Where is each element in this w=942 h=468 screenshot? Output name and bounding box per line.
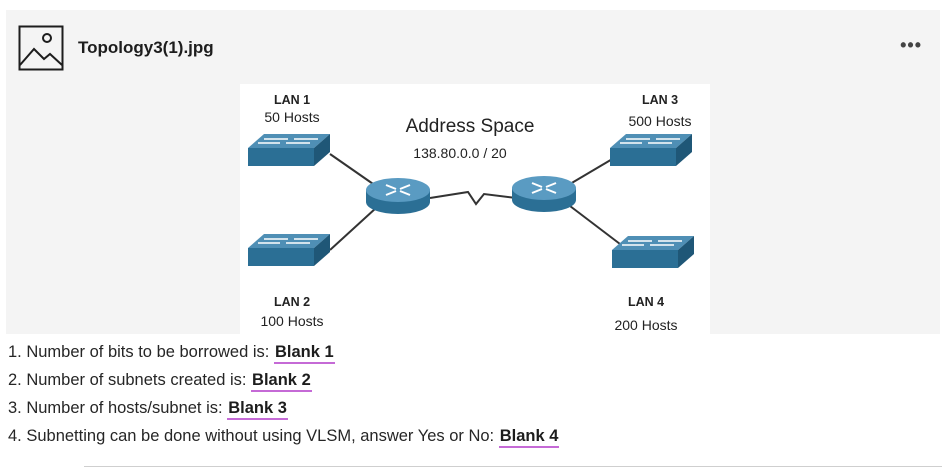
topology-diagram: LAN 1 50 Hosts Address Space 138.80.0.0 … [247, 93, 695, 333]
lan2-name: LAN 2 [274, 295, 310, 309]
image-file-icon [18, 25, 64, 71]
attachment-file-name[interactable]: Topology3(1).jpg [78, 38, 214, 57]
lan3-hosts: 500 Hosts [628, 113, 691, 129]
question-3: 3. Number of hosts/subnet is: Blank 3 [8, 394, 559, 422]
divider [84, 466, 942, 467]
attachment-header: Topology3(1).jpg [18, 24, 214, 72]
serial-link [429, 190, 517, 206]
lan4-hosts: 200 Hosts [614, 317, 677, 333]
question-list: 1. Number of bits to be borrowed is: Bla… [8, 338, 560, 450]
blank-3-input[interactable]: Blank 3 [227, 399, 288, 420]
address-space-value: 138.80.0.0 / 20 [413, 145, 507, 161]
lan3-name: LAN 3 [642, 93, 678, 107]
lan2-switch-icon [247, 233, 331, 267]
link-lan1-router1 [329, 153, 377, 187]
lan1-name: LAN 1 [274, 93, 310, 107]
lan1-switch-icon [247, 133, 331, 167]
link-router2-lan3 [569, 157, 615, 185]
lan4-name: LAN 4 [628, 295, 664, 309]
lan2-hosts: 100 Hosts [260, 313, 323, 329]
router2-icon [511, 175, 577, 213]
question-text: 4. Subnetting can be done without using … [8, 427, 499, 445]
link-lan2-router1 [329, 207, 377, 251]
blank-2-input[interactable]: Blank 2 [251, 371, 312, 392]
link-router2-lan4 [569, 205, 621, 245]
question-text: 1. Number of bits to be borrowed is: [8, 343, 274, 361]
lan1-hosts: 50 Hosts [264, 109, 319, 125]
lan4-switch-icon [611, 235, 695, 269]
blank-4-input[interactable]: Blank 4 [498, 427, 560, 448]
blank-1-input[interactable]: Blank 1 [273, 343, 335, 364]
topology-image: LAN 1 50 Hosts Address Space 138.80.0.0 … [240, 84, 710, 336]
question-2: 2. Number of subnets created is: Blank 2 [8, 366, 559, 394]
lan3-switch-icon [609, 133, 693, 167]
question-1: 1. Number of bits to be borrowed is: Bla… [8, 338, 559, 366]
address-space-label: Address Space [406, 116, 535, 137]
question-text: 3. Number of hosts/subnet is: [8, 399, 228, 417]
attachment-card: Topology3(1).jpg ••• [6, 10, 940, 336]
question-text: 2. Number of subnets created is: [8, 371, 252, 389]
more-options-button[interactable]: ••• [900, 35, 922, 55]
router1-icon [365, 177, 431, 215]
question-4: 4. Subnetting can be done without using … [8, 422, 560, 450]
